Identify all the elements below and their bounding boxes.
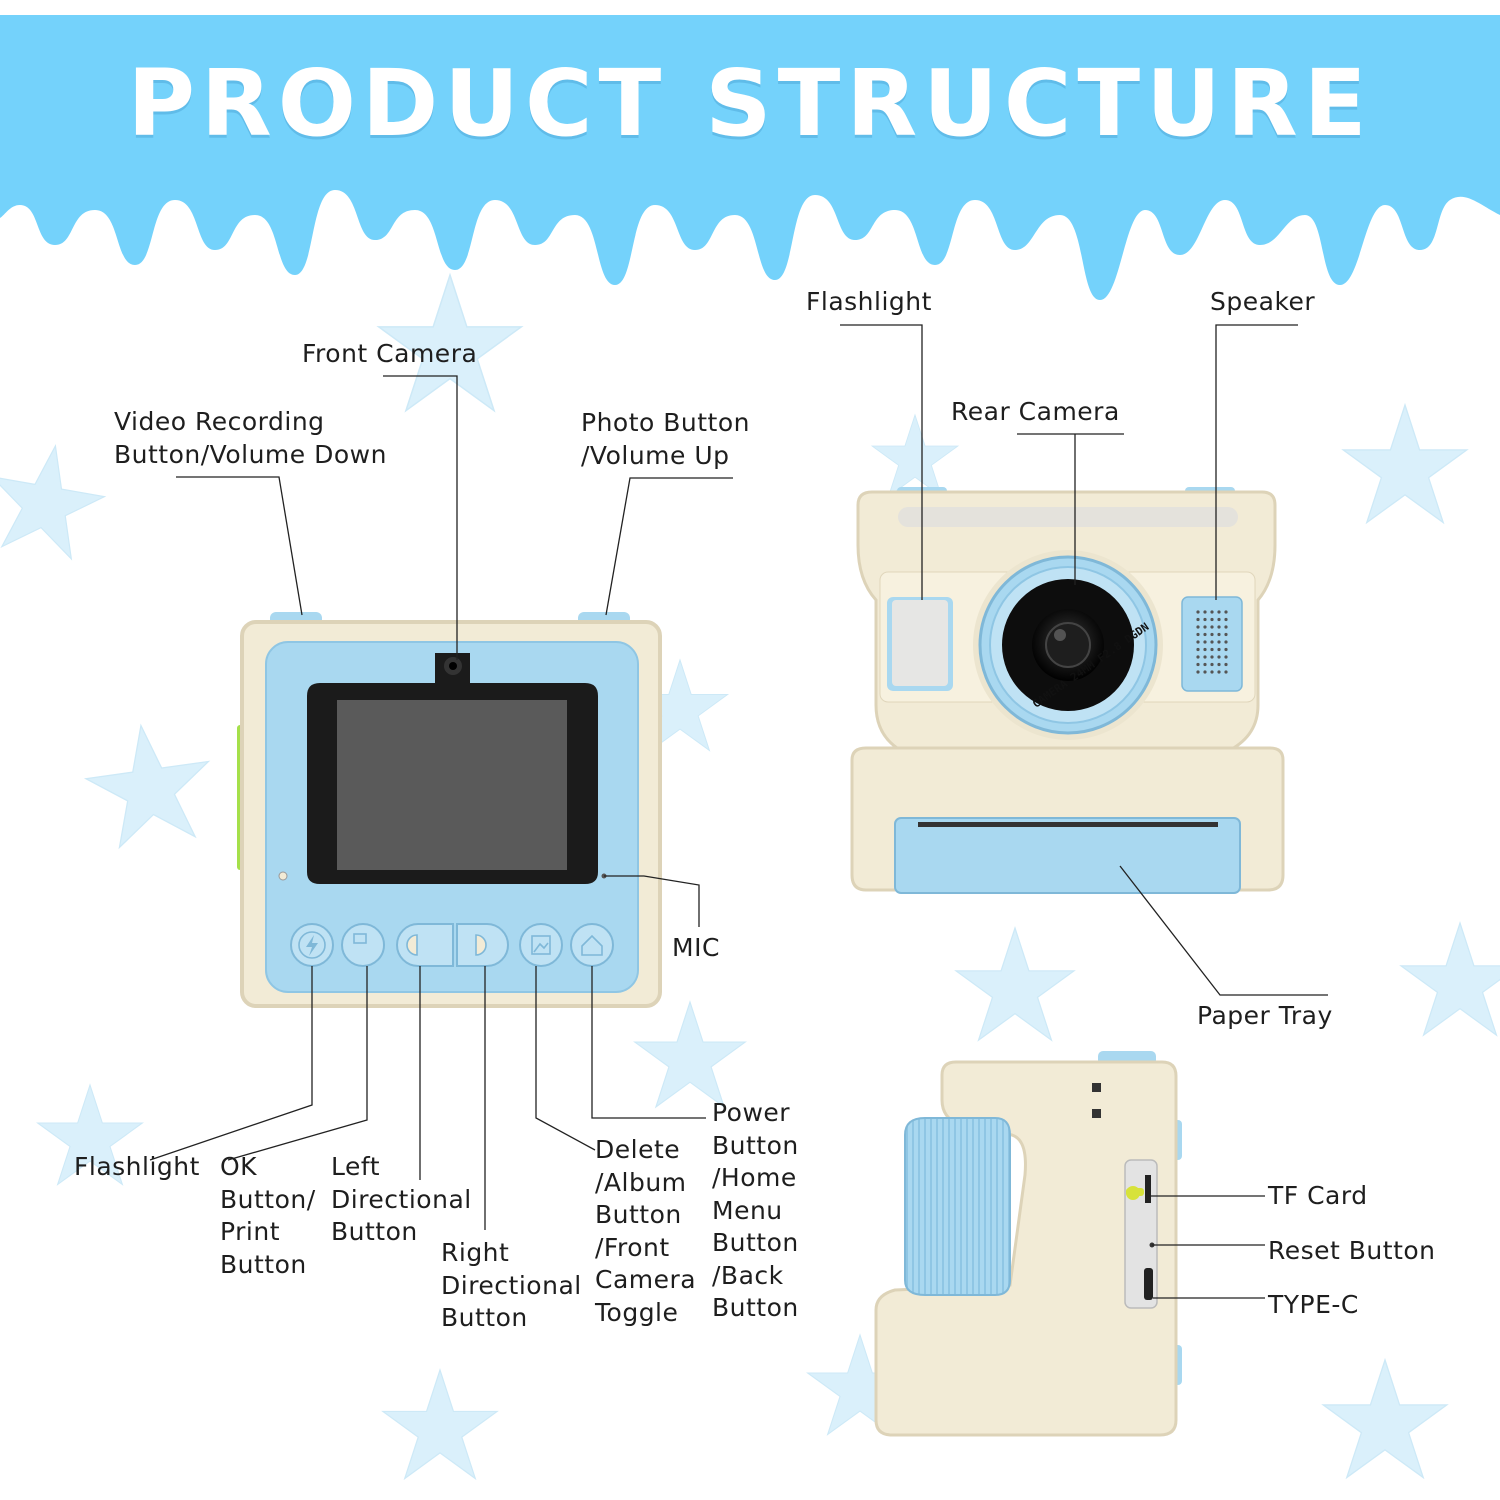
speaker-dot [1196, 617, 1200, 622]
leader-lines [149, 324, 1328, 1299]
label-ok-button: OK Button/ Print Button [220, 1152, 316, 1279]
speaker-dot [1224, 640, 1228, 644]
label-type-c: TYPE-C [1268, 1290, 1359, 1319]
speaker-dot [1224, 632, 1228, 637]
label-mic: MIC [672, 933, 720, 962]
power-button[interactable] [570, 923, 614, 967]
speaker-dot [1196, 610, 1200, 614]
speaker-dot [1217, 655, 1221, 659]
label-left-directional-button: Left Directional Button [331, 1152, 472, 1246]
speaker-dot [1210, 662, 1214, 667]
type-c-port [1144, 1268, 1153, 1300]
home-icon [581, 934, 603, 956]
speaker-dot [1224, 655, 1228, 659]
speaker-dot [1210, 617, 1214, 622]
speaker-dot [1224, 625, 1228, 629]
speaker-dot [1217, 625, 1221, 629]
speaker-dot [1210, 640, 1214, 644]
front-view-camera [237, 612, 662, 1008]
label-flashlight-button: Flashlight [74, 1152, 200, 1181]
paper-tray [894, 817, 1241, 894]
speaker-dot [1210, 625, 1214, 629]
speaker-dot [1203, 625, 1207, 629]
speaker-dot [1217, 640, 1221, 644]
speaker-dot [1210, 647, 1214, 652]
speaker-dot [1203, 670, 1207, 674]
speaker-dot [1196, 647, 1200, 652]
speaker-dot [1224, 670, 1228, 674]
speaker-dot [1210, 655, 1214, 659]
speaker-dot [1210, 610, 1214, 614]
speaker-dot [1224, 662, 1228, 667]
speaker-dot [1217, 670, 1221, 674]
speaker-dot [1217, 662, 1221, 667]
speaker-dot [1203, 655, 1207, 659]
speaker-dot [1217, 610, 1221, 614]
label-right-directional-button: Right Directional Button [441, 1238, 582, 1332]
speaker-dot [1203, 662, 1207, 667]
speaker-dot [1203, 632, 1207, 637]
speaker-dot [1196, 632, 1200, 637]
side-view-camera [874, 1051, 1182, 1437]
speaker-dot [1196, 655, 1200, 659]
tf-card-slot [1145, 1175, 1151, 1203]
speaker-dot [1224, 617, 1228, 622]
label-reset-button: Reset Button [1268, 1236, 1436, 1265]
speaker-dot [1203, 610, 1207, 614]
speaker-dot [1224, 610, 1228, 614]
flashlight-window [892, 600, 948, 686]
label-power-button: Power Button /Home Menu Button /Back But… [712, 1098, 799, 1322]
page-title: PRODUCT STRUCTURE [127, 50, 1373, 157]
album-icon [531, 935, 551, 955]
label-paper-tray: Paper Tray [1197, 1001, 1333, 1030]
print-ok-icon [353, 933, 367, 944]
left-directional-button[interactable] [396, 923, 454, 967]
speaker-dot [1217, 632, 1221, 637]
label-video-recording-button: Video Recording Button/Volume Down [114, 407, 387, 469]
label-delete-album-button: Delete /Album Button /Front Camera Toggl… [595, 1135, 697, 1327]
speaker-dot [1203, 640, 1207, 644]
speaker-dot [1196, 625, 1200, 629]
left-arrow-icon [406, 934, 418, 956]
speaker-dot [1210, 670, 1214, 674]
flash-icon [298, 931, 326, 959]
label-tf-card: TF Card [1268, 1181, 1368, 1210]
header-banner [0, 15, 1500, 300]
speaker-dot [1196, 670, 1200, 674]
right-arrow-icon [475, 934, 487, 956]
speaker-dot [1217, 647, 1221, 652]
screen [337, 700, 567, 870]
speaker-dot [1210, 632, 1214, 637]
label-rear-camera: Rear Camera [951, 397, 1120, 426]
speaker-dot [1217, 617, 1221, 622]
speaker-dot [1203, 647, 1207, 652]
label-photo-button: Photo Button /Volume Up [581, 408, 751, 470]
speaker-dot [1196, 662, 1200, 667]
ok-print-button[interactable] [341, 923, 385, 967]
speaker-dot [1196, 640, 1200, 644]
label-speaker: Speaker [1210, 287, 1316, 316]
speaker-dot [1203, 617, 1207, 622]
label-rear-flashlight: Flashlight [806, 287, 932, 316]
speaker-dot [1224, 647, 1228, 652]
side-lens-barrel [904, 1117, 1011, 1296]
label-front-camera: Front Camera [302, 339, 478, 368]
rear-view-camera [850, 487, 1285, 894]
